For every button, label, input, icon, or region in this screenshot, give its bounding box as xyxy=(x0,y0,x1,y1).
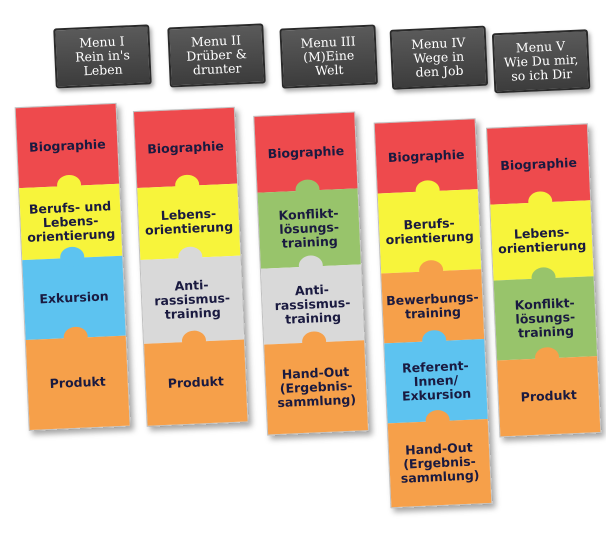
piece-text: Biographie xyxy=(267,142,345,162)
menu-column-1: Biographie Berufs- und Lebens- orientier… xyxy=(14,102,131,431)
piece-produkt: Produkt xyxy=(497,356,601,437)
menu-header-5: Menu V Wie Du mir, so ich Dir xyxy=(491,29,591,94)
menu-header-2: Menu II Drüber & drunter xyxy=(167,23,266,88)
piece-text: Produkt xyxy=(167,373,225,391)
piece-text: Biographie xyxy=(387,146,465,166)
piece-hand-out: Hand-Out (Ergebnis- sammlung) xyxy=(387,418,492,508)
piece-hand-out: Hand-Out (Ergebnis- sammlung) xyxy=(264,340,369,435)
piece-text: sammlung) xyxy=(400,467,480,486)
piece-text: Produkt xyxy=(49,373,107,392)
piece-text: sammlung) xyxy=(277,391,357,411)
menu-header-4: Menu IV Wege in den Job xyxy=(389,25,489,90)
piece-text: training xyxy=(284,309,342,327)
piece-text: training xyxy=(164,304,222,322)
menu-header-line: Leben xyxy=(83,61,123,79)
piece-text: training xyxy=(281,233,339,251)
piece-text: orientierung xyxy=(497,237,587,257)
piece-text: Biographie xyxy=(500,154,578,174)
piece-text: Exkursion xyxy=(401,385,472,404)
menu-column-4: Biographie Berufs- orientierung Bewerbun… xyxy=(373,118,493,509)
menu-header-line: so ich Dir xyxy=(510,65,573,84)
piece-produkt: Produkt xyxy=(144,339,248,426)
menu-header-1: Menu I Rein in's Leben xyxy=(53,24,152,89)
piece-text: orientierung xyxy=(385,228,475,248)
menu-column-3: Biographie Konflikt- lösungs- training A… xyxy=(253,111,370,436)
piece-text: Biographie xyxy=(146,138,225,157)
menu-column-5: Biographie Lebens- orientierung Konflikt… xyxy=(485,123,602,438)
piece-produkt: Produkt xyxy=(25,335,130,430)
menu-header-3: Menu III (M)Eine Welt xyxy=(279,24,378,89)
menu-header-line: den Job xyxy=(415,62,464,80)
menu-header-line: drunter xyxy=(192,60,242,78)
menu-header-line: Welt xyxy=(314,61,344,79)
menu-column-2: Biographie Lebens- orientierung Anti- ra… xyxy=(132,106,249,427)
piece-text: Exkursion xyxy=(39,288,109,307)
piece-text: Produkt xyxy=(520,387,578,405)
piece-text: orientierung xyxy=(26,226,116,245)
piece-text: orientierung xyxy=(144,218,234,238)
piece-text: Biographie xyxy=(28,136,106,155)
piece-text: training xyxy=(517,323,575,341)
